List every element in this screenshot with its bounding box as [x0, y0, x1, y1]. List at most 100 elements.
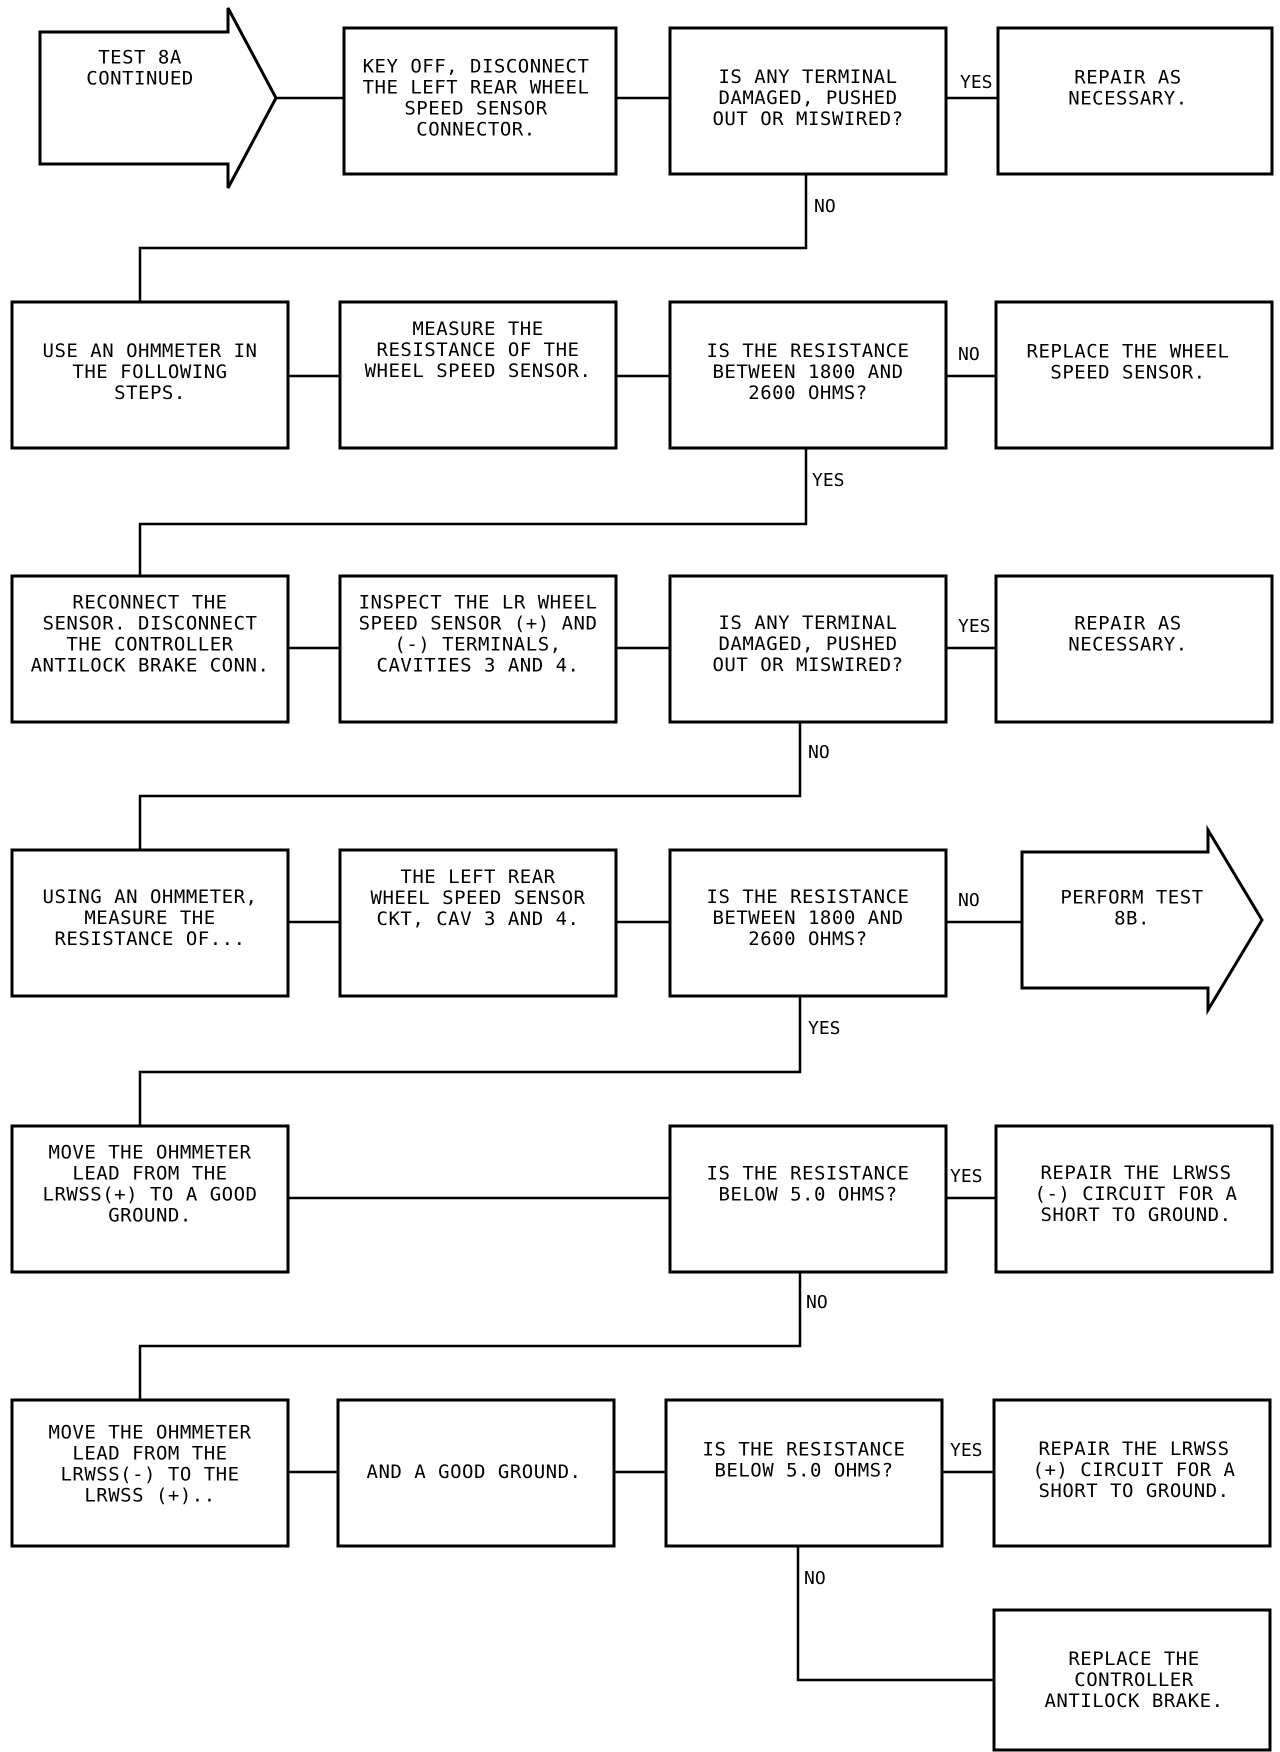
node-text-line: CAVITIES 3 AND 4. — [377, 655, 580, 677]
node-text-line: REPLACE THE — [1068, 1648, 1199, 1670]
node-text-line: MOVE THE OHMMETER — [49, 1422, 252, 1444]
action-replace-controller-box — [992, 1608, 1272, 1752]
node-text-line: GROUND. — [108, 1205, 192, 1227]
node-text-line: ANTILOCK BRAKE CONN. — [31, 655, 270, 677]
node-text-line: PERFORM TEST — [1060, 887, 1203, 909]
branch-label-r1-no: NO — [814, 196, 836, 217]
node-text-line: IS THE RESISTANCE — [707, 340, 910, 362]
node-text-line: SPEED SENSOR (+) AND — [359, 613, 598, 635]
node-text-line: RESISTANCE OF THE — [377, 339, 580, 361]
node-text-line: 2600 OHMS? — [748, 382, 867, 404]
action-repair-1-box — [996, 26, 1274, 176]
node-text-line: CKT, CAV 3 AND 4. — [377, 908, 580, 930]
node-text-line: (+) CIRCUIT FOR A — [1033, 1459, 1236, 1481]
node-text-line: ANTILOCK BRAKE. — [1044, 1690, 1223, 1712]
node-text-line: IS THE RESISTANCE — [707, 886, 910, 908]
node-text-line: CONTINUED — [86, 68, 193, 90]
branch-label-r3-no: NO — [808, 742, 830, 763]
node-text-line: USING AN OHMMETER, — [43, 886, 258, 908]
branch-label-r5-no: NO — [806, 1292, 828, 1313]
branch-label-r6-no: NO — [804, 1568, 826, 1589]
node-text-line: 2600 OHMS? — [748, 928, 867, 950]
node-text-line: THE LEFT REAR — [400, 866, 555, 888]
decision-terminal-damaged-2-box — [668, 574, 948, 724]
branch-label-r2-no: NO — [958, 344, 980, 365]
node-text-line: LEAD FROM THE — [72, 1443, 227, 1465]
start-arrow-shape — [38, 7, 278, 189]
step-move-lead-plus-box — [10, 1398, 290, 1548]
node-text-line: IS ANY TERMINAL — [718, 612, 897, 634]
step-using-ohmmeter-box — [10, 848, 290, 998]
node-text-line: REPAIR THE LRWSS — [1038, 1438, 1229, 1460]
node-text-line: REPAIR THE LRWSS — [1040, 1162, 1231, 1184]
node-text-line: IS THE RESISTANCE — [707, 1163, 910, 1185]
node-text-line: STEPS. — [114, 382, 186, 404]
step-disconnect-sensor-box — [342, 26, 618, 176]
step-measure-sensor-box — [338, 300, 618, 450]
action-replace-sensor-box — [994, 300, 1274, 450]
node-text-line: NECESSARY. — [1068, 88, 1187, 110]
node-text-line: AND A GOOD GROUND. — [367, 1461, 582, 1483]
branch-label-r6-yes: YES — [950, 1440, 983, 1461]
node-text-line: REPAIR AS — [1074, 613, 1181, 635]
node-text-line: SPEED SENSOR. — [1050, 362, 1205, 384]
node-text-line: USE AN OHMMETER IN — [43, 340, 258, 362]
node-text-line: REPLACE THE WHEEL — [1027, 341, 1230, 363]
node-text-line: THE LEFT REAR WHEEL — [363, 77, 590, 99]
branch-label-r4-no: NO — [958, 890, 980, 911]
connector-decision-5-no — [138, 1272, 802, 1400]
branch-label-r5-yes: YES — [950, 1166, 983, 1187]
node-text-line: KEY OFF, DISCONNECT — [363, 56, 590, 78]
node-text-line: THE CONTROLLER — [66, 634, 233, 656]
node-text-line: RESISTANCE OF... — [54, 928, 245, 950]
perform-test-8b-arrow-shape — [1020, 824, 1264, 1016]
node-text-line: NECESSARY. — [1068, 634, 1187, 656]
node-text-line: BETWEEN 1800 AND — [712, 907, 903, 929]
node-text-line: MEASURE THE — [412, 318, 543, 340]
node-text-line: RECONNECT THE — [72, 592, 227, 614]
action-repair-2-box — [994, 574, 1274, 724]
node-text-line: MEASURE THE — [84, 907, 215, 929]
decision-terminal-damaged-1-box — [668, 26, 948, 176]
connector-decision-3-no — [138, 722, 802, 850]
node-text-line: LEAD FROM THE — [72, 1163, 227, 1185]
step-reconnect-sensor-box — [10, 574, 290, 724]
node-text-line: WHEEL SPEED SENSOR. — [365, 360, 592, 382]
node-text-line: DAMAGED, PUSHED — [718, 633, 897, 655]
node-text-line: REPAIR AS — [1074, 67, 1181, 89]
node-text-line: SENSOR. DISCONNECT — [43, 613, 258, 635]
decision-resistance-range-2-box — [668, 848, 948, 998]
node-text-line: LRWSS(-) TO THE — [60, 1464, 239, 1486]
step-good-ground-text: AND A GOOD GROUND. — [367, 1461, 582, 1483]
node-text-line: CONTROLLER — [1074, 1669, 1193, 1691]
node-text-line: SHORT TO GROUND. — [1040, 1204, 1231, 1226]
node-text-line: THE FOLLOWING — [72, 361, 227, 383]
node-text-line: BELOW 5.0 OHMS? — [714, 1460, 893, 1482]
node-text-line: MOVE THE OHMMETER — [49, 1142, 252, 1164]
branch-label-r4-yes: YES — [808, 1018, 841, 1039]
node-text-line: BELOW 5.0 OHMS? — [718, 1184, 897, 1206]
node-text-line: TEST 8A — [98, 47, 182, 69]
node-text-line: 8B. — [1114, 908, 1150, 930]
step-move-lead-ground-box — [10, 1124, 290, 1274]
